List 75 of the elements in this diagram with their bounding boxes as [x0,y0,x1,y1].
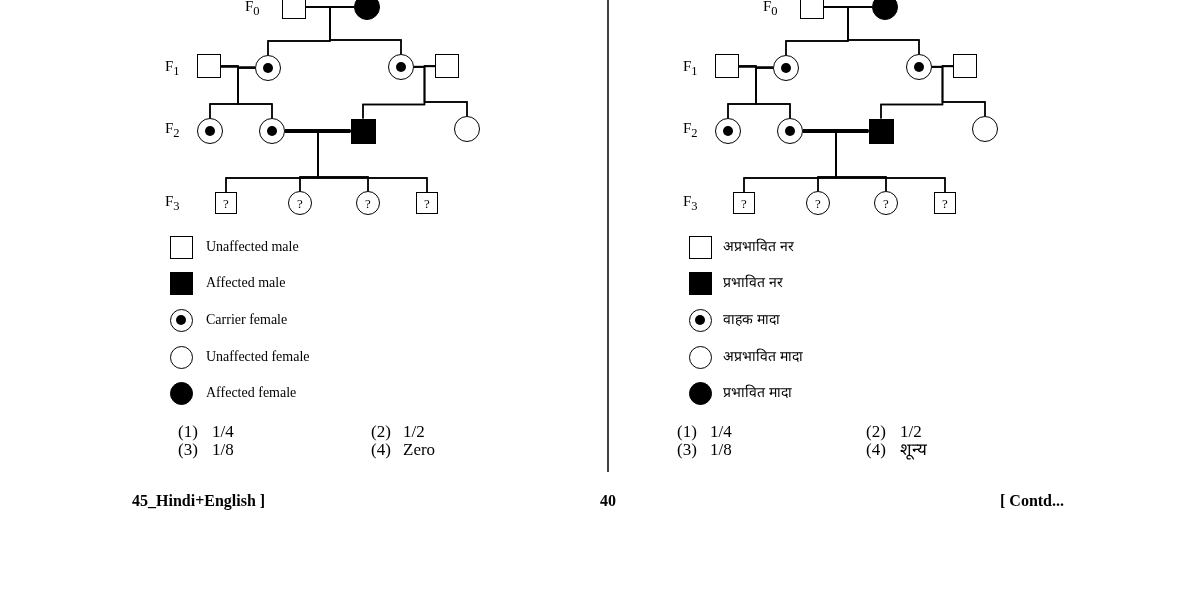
pedigree-line [847,6,920,55]
page-number: 40 [600,492,616,510]
consanguineous-marriage-line [803,129,869,133]
option-value: शून्य [900,440,927,460]
legend-label: अप्रभावित मादा [723,348,803,366]
unknown-male-symbol: ? [416,192,438,214]
unknown-male-symbol: ? [934,192,956,214]
option-number: (3) [677,440,697,460]
affected-female-symbol [872,0,898,20]
male-symbol [282,0,306,19]
option-value: 1/2 [403,422,425,442]
legend-label: वाहक मादा [723,311,780,329]
male-symbol [197,54,221,78]
pedigree-line [423,65,468,117]
option-value: 1/8 [212,440,234,460]
unknown-female-symbol: ? [874,191,898,215]
carrier-female-symbol [259,118,285,144]
generation-label: F$_{2}$ [683,119,698,141]
legend-label: Unaffected female [206,348,310,366]
option-value: 1/8 [710,440,732,460]
option-value: 1/4 [212,422,234,442]
page-footer: 45_Hindi+English ] [132,492,266,510]
option-number: (2) [371,422,391,442]
male-symbol [435,54,459,78]
female-symbol [972,116,998,142]
carrier-female-symbol [906,54,932,80]
legend-label: Unaffected male [206,238,299,256]
option-number: (4) [866,440,886,460]
affected-male-symbol [868,118,894,144]
option-number: (1) [178,422,198,442]
option-value: 1/2 [900,422,922,442]
female-symbol [454,116,480,142]
carrier-female-symbol [773,55,799,81]
consanguineous-marriage-line [285,129,351,133]
generation-label: F$_{0}$ [245,0,260,19]
legend-label: प्रभावित नर [723,274,783,292]
unknown-male-symbol: ? [215,192,237,214]
pedigree-line [329,6,402,55]
option-number: (2) [866,422,886,442]
legend-label: Affected female [206,384,297,402]
generation-label: F$_{3}$ [683,192,698,214]
male-symbol [715,54,739,78]
unknown-female-symbol: ? [806,191,830,215]
carrier-female-symbol [715,118,741,144]
generation-label: F$_{3}$ [165,192,180,214]
male-symbol [800,0,824,19]
pedigree-line [755,67,791,119]
option-value: Zero [403,440,436,460]
legend-label: Carrier female [206,311,288,329]
affected-female-symbol [354,0,380,20]
page-footer: [ Contd... [1000,492,1064,510]
carrier-female-symbol [777,118,803,144]
marriage-line [220,66,256,68]
generation-label: F$_{1}$ [165,57,180,79]
unknown-female-symbol: ? [356,191,380,215]
pedigree-line [237,67,273,119]
generation-label: F$_{1}$ [683,57,698,79]
marriage-line [738,66,774,68]
option-value: 1/4 [710,422,732,442]
pedigree-line [941,65,986,117]
unknown-male-symbol: ? [733,192,755,214]
option-number: (3) [178,440,198,460]
carrier-female-symbol [255,55,281,81]
carrier-female-symbol [197,118,223,144]
affected-male-symbol [350,118,376,144]
unknown-female-symbol: ? [288,191,312,215]
option-number: (4) [371,440,391,460]
carrier-female-symbol [388,54,414,80]
male-symbol [953,54,977,78]
generation-label: F$_{0}$ [763,0,778,19]
legend-label: Affected male [206,274,286,292]
option-number: (1) [677,422,697,442]
legend-label: प्रभावित मादा [723,384,792,402]
generation-label: F$_{2}$ [165,119,180,141]
legend-label: अप्रभावित नर [723,238,794,256]
